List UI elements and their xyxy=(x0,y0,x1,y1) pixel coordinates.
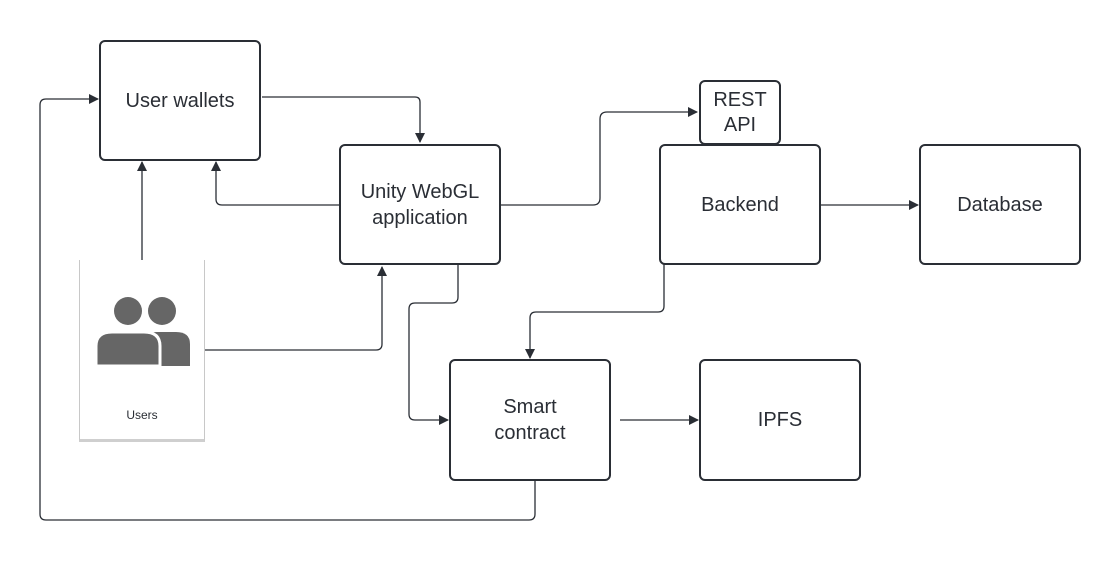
users-actor-card: Users xyxy=(79,260,205,442)
node-smart-contract: Smart contract xyxy=(449,359,611,481)
edge-unity-to-restapi xyxy=(500,107,698,206)
node-user-wallets-label: User wallets xyxy=(125,89,235,112)
node-unity-webgl-label: Unity WebGL application xyxy=(360,180,480,229)
node-ipfs: IPFS xyxy=(699,359,861,481)
users-label: Users xyxy=(126,408,158,422)
node-rest-api-label: REST API xyxy=(713,88,767,136)
node-ipfs-label: IPFS xyxy=(757,409,803,431)
node-unity-webgl: Unity WebGL application xyxy=(339,144,501,265)
node-backend: Backend xyxy=(659,144,821,265)
node-database-label: Database xyxy=(957,193,1043,216)
node-rest-api: REST API xyxy=(699,80,781,145)
edge-unity-to-wallets xyxy=(211,161,340,206)
edge-users-to-unity xyxy=(205,266,387,351)
edge-backend-to-smartcontract xyxy=(525,264,665,359)
node-smart-contract-label: Smart contract xyxy=(494,396,566,444)
node-backend-label: Backend xyxy=(701,193,779,216)
node-database: Database xyxy=(919,144,1081,265)
node-user-wallets: User wallets xyxy=(99,40,261,161)
edge-unity-to-smartcontract xyxy=(408,264,459,425)
edge-wallets-to-unity xyxy=(262,96,425,143)
users-icon xyxy=(96,297,190,366)
edge-smartcontract-to-wallets xyxy=(39,94,536,521)
